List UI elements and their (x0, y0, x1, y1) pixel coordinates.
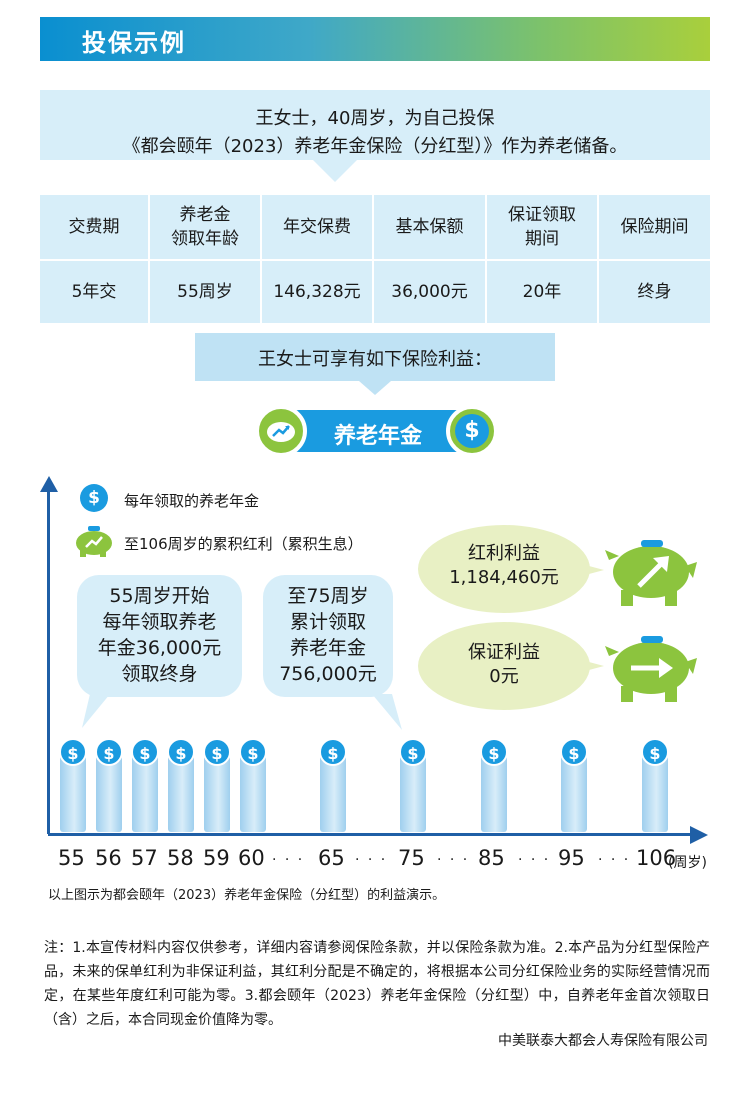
dollar-coin-icon: $ (239, 738, 267, 766)
dollar-coin-icon: $ (95, 738, 123, 766)
age-tick-label: · · · (518, 852, 551, 868)
dollar-coin-icon: $ (319, 738, 347, 766)
intro-arrow (313, 160, 357, 182)
table-header-cell: 保证领取 期间 (487, 195, 599, 259)
dollar-coin-icon: $ (59, 738, 87, 766)
policy-table: 交费期 养老金 领取年龄 年交保费 基本保额 保证领取 期间 保险期间 5年交 … (40, 195, 710, 323)
dollar-coin-icon: $ (167, 738, 195, 766)
section-header: 投保示例 (40, 17, 710, 61)
table-header-row: 交费期 养老金 领取年龄 年交保费 基本保额 保证领取 期间 保险期间 (40, 195, 710, 259)
table-cell: 55周岁 (150, 261, 262, 323)
age-tick-label: 58 (167, 846, 194, 870)
dollar-coin-icon: $ (80, 484, 108, 512)
oval-pointer (574, 562, 604, 578)
guaranteed-value: 0元 (489, 666, 519, 687)
table-cell: 36,000元 (374, 261, 487, 323)
intro-line-1: 王女士，40周岁，为自己投保 (255, 108, 495, 129)
benefit-banner: 王女士可享有如下保险利益： (195, 333, 555, 381)
guaranteed-label: 保证利益 (468, 642, 540, 663)
age-unit: (周岁) (668, 855, 707, 871)
dollar-coin-icon: $ (641, 738, 669, 766)
age-tick-label: 55 (58, 846, 85, 870)
dividend-benefit: 红利利益 1,184,460元 (418, 525, 590, 613)
age-tick-label: 75 (398, 846, 425, 870)
legend-annual: 每年领取的养老年金 (124, 492, 260, 510)
callout-55: 55周岁开始 每年领取养老 年金36,000元 领取终身 (77, 575, 242, 697)
table-row: 5年交 55周岁 146,328元 36,000元 20年 终身 (40, 259, 710, 323)
x-axis-arrow-icon (690, 826, 708, 844)
piggy-bank-icon (76, 526, 112, 557)
piggy-bank-icon (255, 405, 307, 457)
callout-pointer (372, 694, 402, 730)
table-cell: 20年 (487, 261, 599, 323)
age-tick-label: 85 (478, 846, 505, 870)
age-tick-label: 56 (95, 846, 122, 870)
table-header-cell: 年交保费 (262, 195, 374, 259)
dividend-value: 1,184,460元 (449, 567, 559, 588)
table-cell: 146,328元 (262, 261, 374, 323)
age-tick-label: 60 (238, 846, 265, 870)
age-tick-label: 95 (558, 846, 585, 870)
age-tick-label: · · · (355, 852, 388, 868)
dollar-coin-icon: $ (446, 405, 498, 457)
dollar-coin-icon: $ (480, 738, 508, 766)
piggy-bank-flat-icon (605, 636, 697, 702)
pension-pill-label: 养老年金 (333, 424, 422, 449)
age-tick-label: · · · (437, 852, 470, 868)
dollar-coin-icon: $ (560, 738, 588, 766)
table-header-cell: 养老金 领取年龄 (150, 195, 262, 259)
age-tick-label: 59 (203, 846, 230, 870)
x-axis (48, 833, 696, 836)
benefit-title: 王女士可享有如下保险利益： (258, 349, 492, 370)
oval-pointer (574, 658, 604, 674)
disclaimer-note: 注：1.本宣传材料内容仅供参考，详细内容请参阅保险条款，并以保险条款为准。2.本… (44, 940, 710, 1028)
y-axis-arrow-icon (40, 476, 58, 492)
dividend-label: 红利利益 (468, 543, 540, 564)
dollar-coin-icon: $ (131, 738, 159, 766)
age-tick-label: 106 (636, 846, 677, 870)
guaranteed-benefit: 保证利益 0元 (418, 622, 590, 710)
piggy-bank-up-icon (605, 540, 697, 606)
callout-pointer (82, 694, 110, 728)
age-tick-label: · · · (598, 852, 631, 868)
age-tick-label: · · · (272, 852, 305, 868)
pension-pill: 养老年金 (278, 410, 478, 452)
table-cell: 5年交 (40, 261, 150, 323)
legend-accumulated: 至106周岁的累积红利（累积生息） (124, 535, 363, 553)
company-name: 中美联泰大都会人寿保险有限公司 (498, 1033, 708, 1049)
dollar-coin-icon: $ (399, 738, 427, 766)
age-tick-label: 57 (131, 846, 158, 870)
y-axis (47, 488, 50, 834)
table-header-cell: 交费期 (40, 195, 150, 259)
table-header-cell: 基本保额 (374, 195, 487, 259)
callout-75: 至75周岁 累计领取 养老年金 756,000元 (263, 575, 393, 697)
section-title: 投保示例 (82, 29, 186, 57)
intro-box: 王女士，40周岁，为自己投保 《都会颐年（2023）养老年金保险（分红型）》作为… (40, 90, 710, 160)
table-cell: 终身 (637, 282, 672, 302)
table-header-cell: 保险期间 (620, 217, 689, 237)
intro-line-2: 《都会颐年（2023）养老年金保险（分红型）》作为养老储备。 (122, 136, 628, 157)
dollar-coin-icon: $ (203, 738, 231, 766)
benefit-arrow (359, 381, 391, 395)
chart-caption: 以上图示为都会颐年（2023）养老年金保险（分红型）的利益演示。 (48, 888, 446, 903)
age-tick-label: 65 (318, 846, 345, 870)
